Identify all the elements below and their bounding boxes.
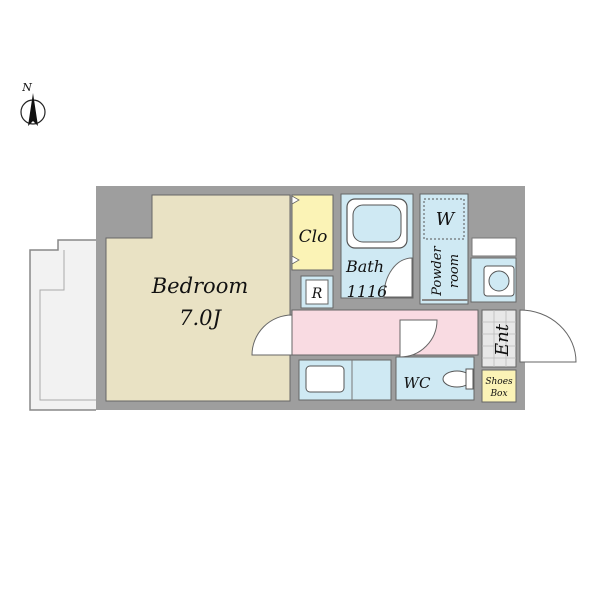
entrance-door-swing (519, 309, 577, 363)
closet-door-marker-top (291, 195, 300, 205)
closet-door-marker-bottom (291, 255, 300, 265)
bath-size: 1116 (347, 282, 388, 301)
powder-room-label-line1: Powder (430, 246, 445, 297)
bathtub-basin (352, 204, 402, 243)
bedroom-door-swing (251, 314, 293, 356)
shoes-box-label-line2: Box (489, 389, 507, 399)
wc-door-swing (399, 319, 438, 358)
shoes-box (481, 369, 517, 403)
compass-needle-icon (28, 93, 38, 126)
balcony-outline (29, 239, 96, 411)
sink-basin (488, 270, 510, 292)
entrance-floor (481, 309, 517, 368)
washer-label: W (436, 209, 456, 230)
bath-door-swing (383, 257, 413, 298)
closet-floor (291, 194, 334, 271)
north-label: N (21, 81, 32, 94)
hallway-floor (291, 309, 479, 356)
entrance-label: Ent (492, 323, 513, 357)
balcony (29, 239, 101, 411)
wc-label: WC (404, 374, 431, 392)
entrance-label-group: Ent (492, 323, 513, 357)
balcony-rail (39, 250, 96, 401)
north-compass: N (20, 81, 46, 126)
bedroom-floor (105, 194, 291, 402)
kitchen-sink-icon (305, 365, 345, 393)
shoes-box-label-line1: Shoes (485, 377, 513, 387)
bedroom-label: Bedroom (151, 274, 249, 298)
refrigerator-box (305, 279, 329, 305)
toilet-tank (465, 368, 474, 390)
bath-label: Bath (345, 257, 384, 276)
powder-room-label-group: Powder room (430, 246, 462, 297)
closet-label: Clo (299, 227, 328, 247)
entrance-tile-grid (482, 310, 516, 367)
shelf-icon (471, 237, 517, 257)
refrigerator-label: R (311, 286, 323, 302)
bedroom-size: 7.0J (179, 306, 222, 330)
washer-space (423, 198, 465, 240)
powder-room-label-line2: room (447, 254, 462, 288)
